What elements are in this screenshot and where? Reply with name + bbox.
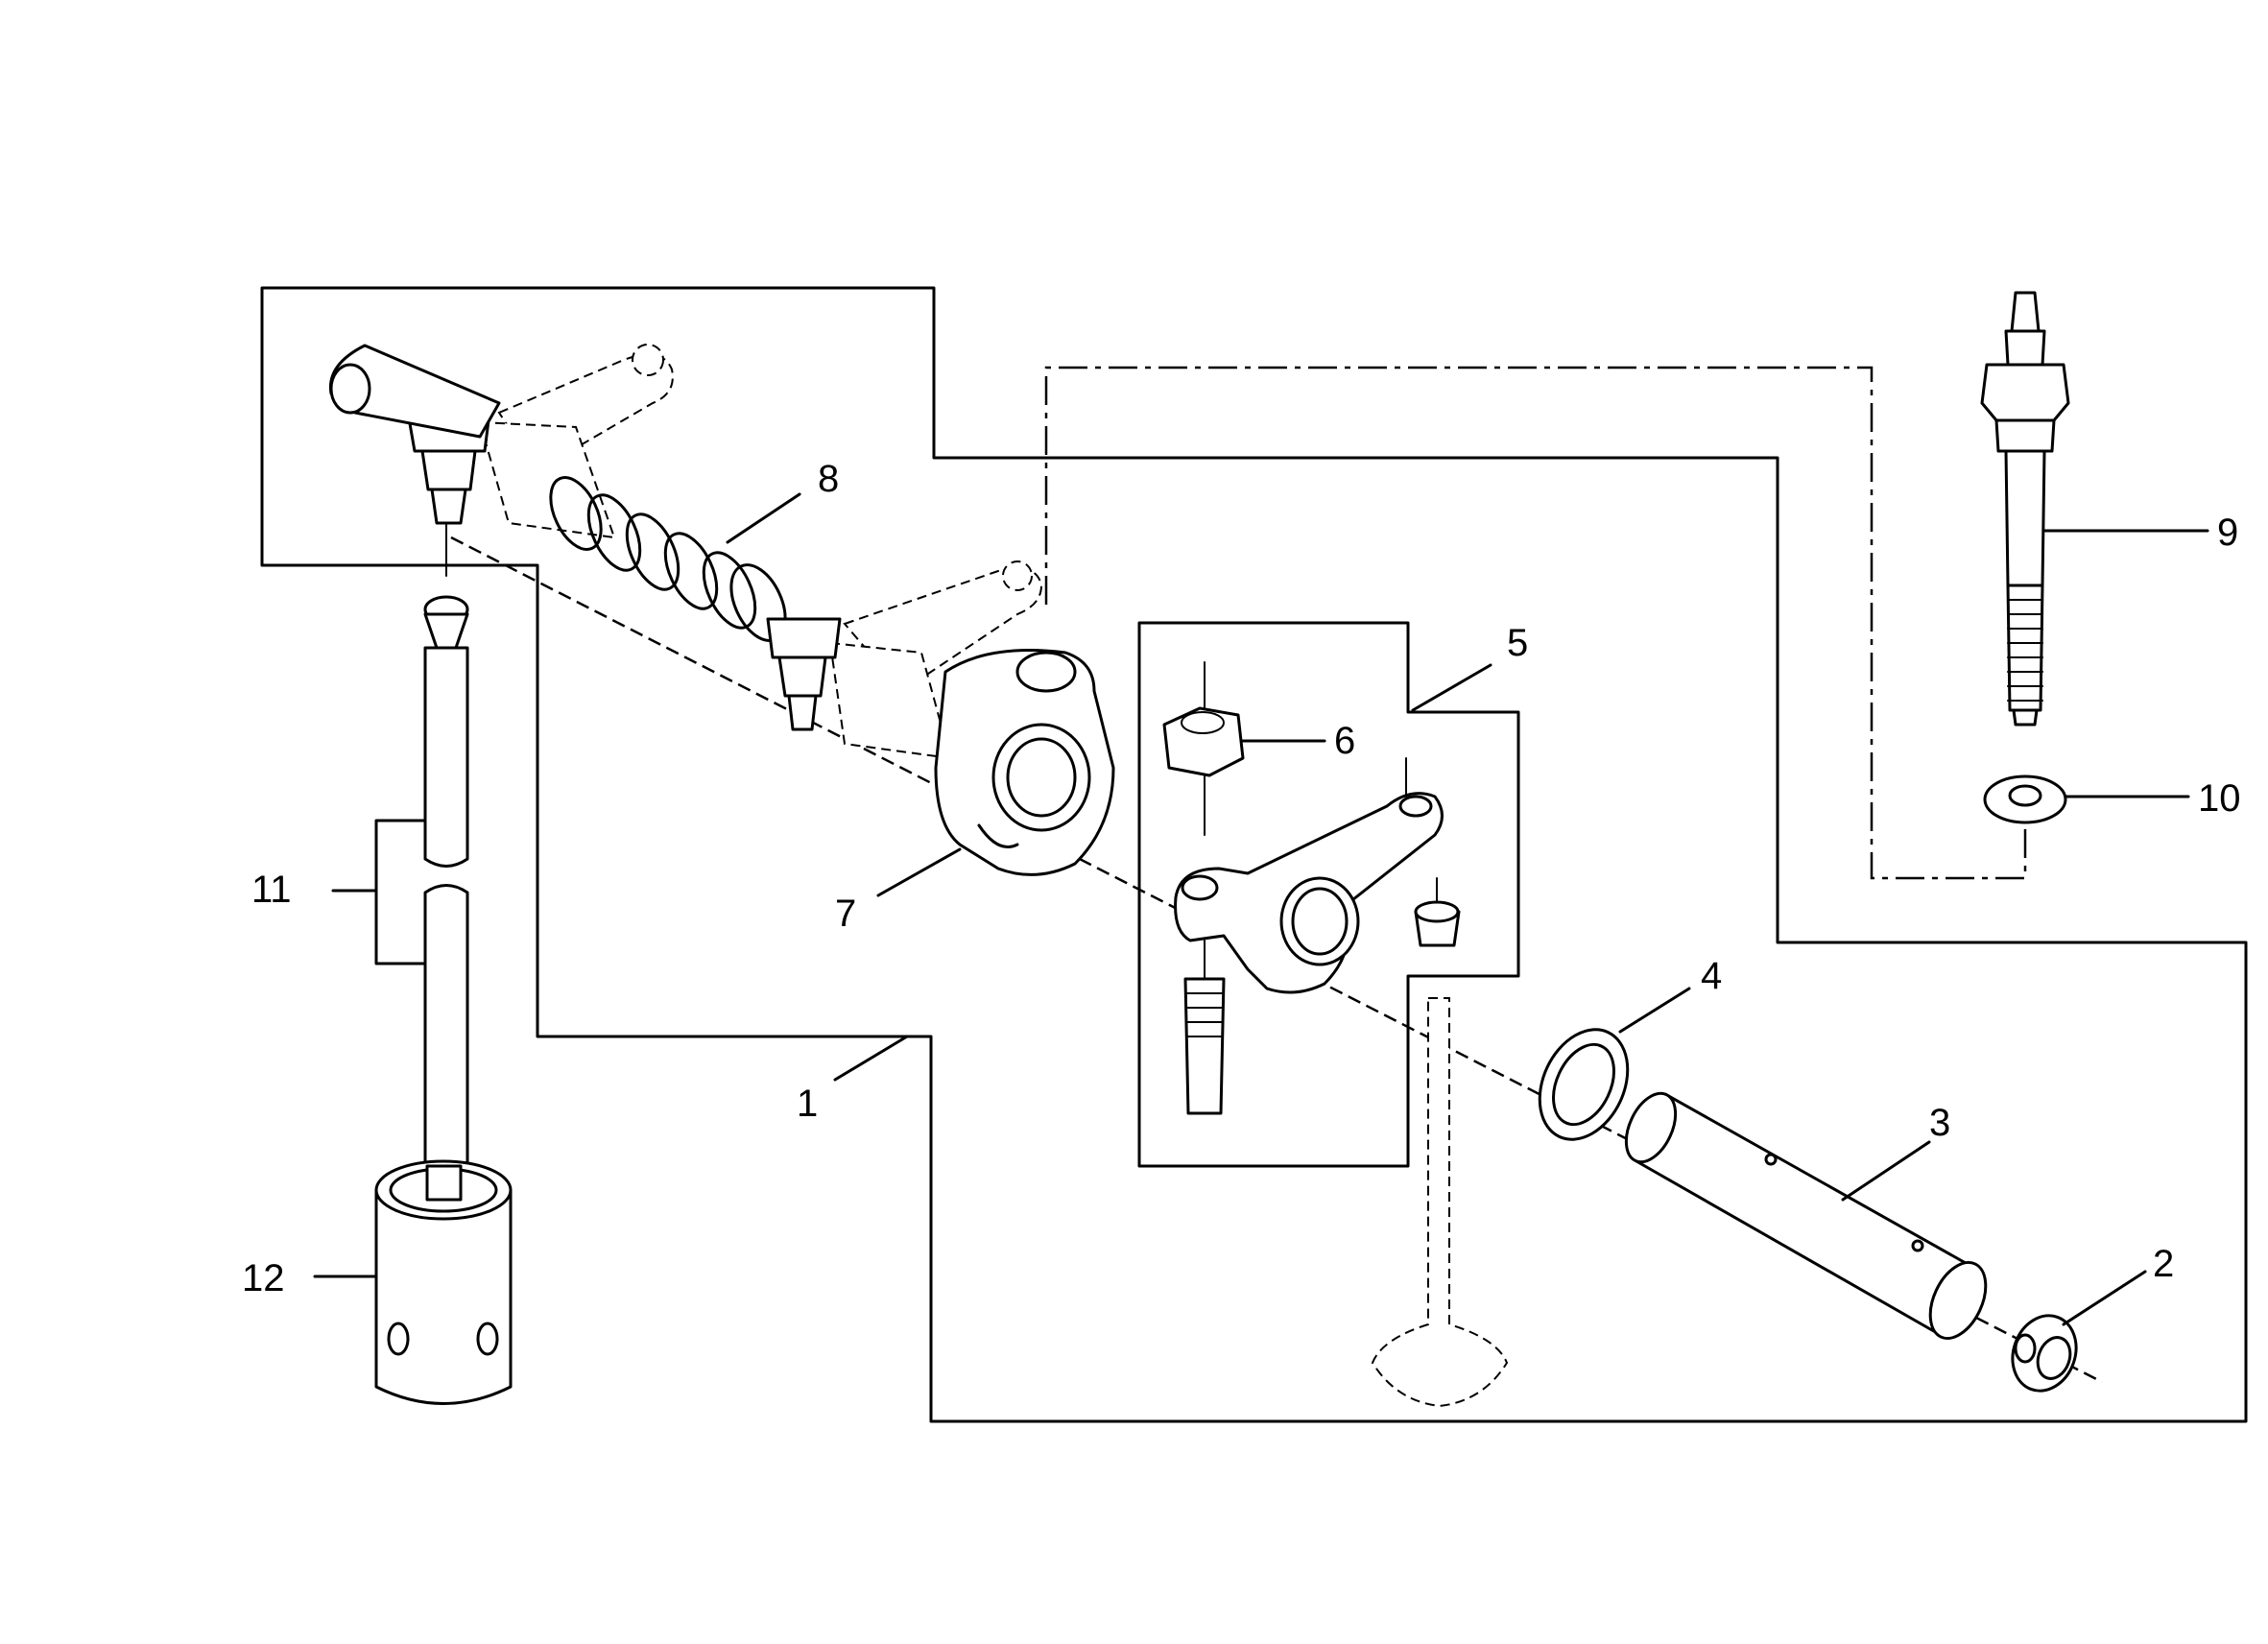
callout-9: 9 xyxy=(2217,512,2238,554)
leader-line-2 xyxy=(2062,1270,2147,1326)
leader-line-4 xyxy=(1618,987,1691,1034)
shaft-stub-top xyxy=(328,344,501,439)
washer xyxy=(1983,774,2067,824)
end-plug xyxy=(2011,1314,2078,1393)
callout-10: 10 xyxy=(2198,777,2241,820)
callout-2: 2 xyxy=(2153,1243,2174,1285)
rocker-shaft xyxy=(1624,1091,1988,1341)
thrust-washer xyxy=(1538,1028,1630,1141)
callout-12: 12 xyxy=(242,1257,285,1299)
leader-line-11 xyxy=(331,819,427,965)
callout-7: 7 xyxy=(835,893,856,935)
callout-6: 6 xyxy=(1334,720,1355,762)
valve-cap xyxy=(1414,877,1461,947)
callout-1: 1 xyxy=(797,1083,818,1125)
stud-assembly-dashdot-outline xyxy=(1044,366,2027,880)
leader-line-1 xyxy=(833,1035,909,1082)
leader-line-8 xyxy=(726,492,801,544)
rocker-arm-ghost-right xyxy=(828,560,1043,760)
stud-bolt xyxy=(1980,291,2070,727)
assembly-outline-1 xyxy=(260,286,2248,1423)
adjusting-stud xyxy=(1183,940,1226,1115)
callout-3: 3 xyxy=(1929,1102,1950,1144)
rocker-support-bracket xyxy=(934,649,1115,876)
callout-5: 5 xyxy=(1507,622,1528,664)
adjusting-screw-right xyxy=(766,617,842,731)
callout-8: 8 xyxy=(818,458,839,500)
callout-4: 4 xyxy=(1701,955,1722,997)
callout-11: 11 xyxy=(251,869,292,911)
leader-line-7 xyxy=(876,847,962,897)
valve-ghost xyxy=(1371,997,1509,1408)
leader-line-3 xyxy=(1841,1140,1931,1202)
rocker-arm-ghost-left xyxy=(478,344,674,539)
rocker-arm xyxy=(1174,757,1444,994)
hex-nut xyxy=(1162,661,1245,836)
leader-line-5 xyxy=(1411,663,1492,712)
push-rod xyxy=(423,595,469,1168)
tappet xyxy=(374,1159,513,1405)
